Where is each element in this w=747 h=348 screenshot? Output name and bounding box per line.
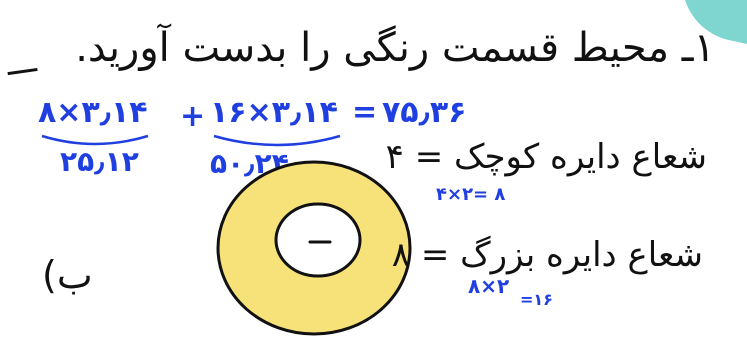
underbrace-a (41, 134, 149, 146)
plus-sign: + (180, 99, 206, 134)
part-b-label: ب) (42, 253, 93, 297)
big-diameter-calc: ۸×۲ (468, 274, 510, 298)
underbrace-b (213, 134, 341, 147)
question-title: ۱ـ محیط قسمت رنگی را بدست آورید. (75, 25, 715, 71)
equals-sign: = (352, 95, 378, 130)
big-radius-label: شعاع دایره بزرگ = ۸ (391, 235, 703, 275)
total-perimeter: ۷۵٫۳۶ (382, 95, 467, 130)
small-diameter-calc: ۴×۲= ۸ (436, 184, 506, 205)
expression-big-circumference: ۱۶×۳٫۱۴ (210, 95, 338, 130)
result-small-circumference: ۲۵٫۱۲ (60, 145, 139, 178)
inner-circle (274, 202, 362, 278)
expression-small-circumference: ۸×۳٫۱۴ (38, 95, 148, 130)
small-radius-label: شعاع دایره کوچک = ۴ (385, 137, 707, 177)
big-diameter-result: =۱۶ (520, 290, 553, 309)
